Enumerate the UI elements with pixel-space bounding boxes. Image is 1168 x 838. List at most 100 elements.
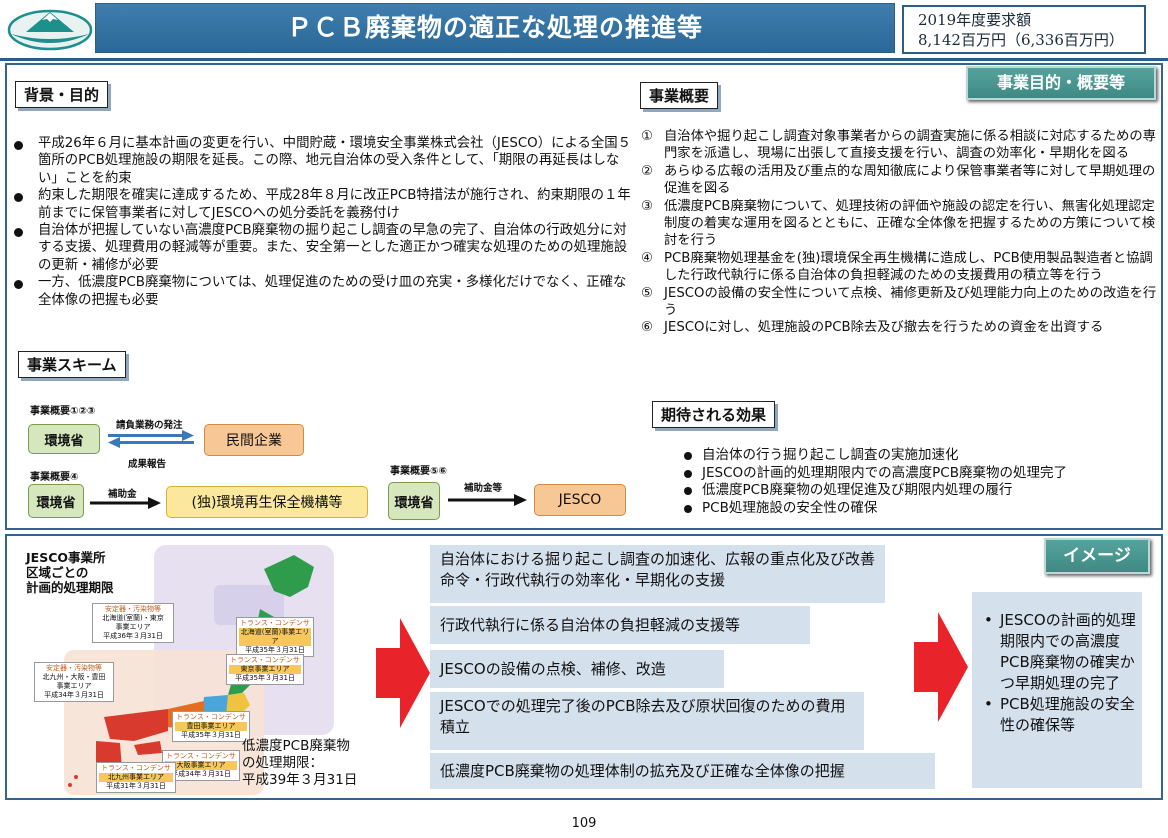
bullet-dot [684, 469, 692, 478]
callout-caption: トランス・コンデンサ [176, 713, 246, 721]
bullet-text: 平成26年６月に基本計画の変更を行い、中間貯蔵・環境安全事業株式会社（JESCO… [38, 136, 632, 186]
callout-date: 平成34年３月31日 [44, 691, 104, 699]
effects-list: 自治体の行う掘り起こし調査の実施加速化 JESCOの計画的処理期限内での高濃度P… [680, 447, 1150, 517]
bullet-dot [684, 487, 692, 495]
item-number: ④ [641, 250, 653, 266]
scheme-ministry-box: 環境省 [28, 484, 84, 518]
private-company-box: 民間企業 [204, 424, 304, 456]
overview-item: ① 自治体や掘り起こし調査対象事業者からの調査実施に係る相談に対応するための専門… [634, 128, 1159, 163]
map-callout: トランス・コンデンサ 東京事業エリア 平成35年３月31日 [226, 654, 304, 685]
bullet-dot [14, 228, 23, 238]
section-tag-image: イメージ [1044, 538, 1150, 574]
map-callout: 安定器・汚染物等 北九州・大阪・豊田 事業エリア 平成34年３月31日 [34, 662, 114, 702]
bullet-dot [684, 504, 692, 513]
measure-item: 低濃度PCB廃棄物の処理体制の拡充及び正確な全体像の把握 [430, 753, 935, 789]
item-text: あらゆる広報の活用及び重点的な周知徹底により保管事業者等に対して早期処理の促進を… [664, 163, 1156, 197]
background-label: 背景・目的 [15, 81, 109, 108]
callout-caption: トランス・コンデンサ [240, 619, 310, 627]
map-title: JESCO事業所 区域ごとの 計画的処理期限 [26, 550, 114, 595]
item-text: 自治体や掘り起こし調査対象事業者からの調査実施に係る相談に対応するための専門家を… [664, 129, 1156, 162]
order-arrow-label: 請負業務の発注 [116, 420, 183, 431]
environmental-agency-box: (独)環境再生保全機構等 [166, 486, 368, 518]
callout-date: 平成36年３月31日 [103, 632, 163, 640]
callout-date: 平成31年３月31日 [106, 782, 166, 790]
background-bullets: 平成26年６月に基本計画の変更を行い、中間貯蔵・環境安全事業株式会社（JESCO… [10, 135, 634, 309]
outcome-box: • JESCOの計画的処理期限内での高濃度PCB廃棄物の確実かつ早期処理の完了 … [972, 592, 1142, 788]
double-arrow-icon [108, 430, 194, 448]
outcome-text: PCB処理施設の安全性の確保等 [1000, 695, 1135, 734]
outcome-list: • JESCOの計画的処理期限内での高濃度PCB廃棄物の確実かつ早期処理の完了 … [980, 610, 1136, 736]
overview-item: ⑤ JESCOの設備の安全性について点検、補修更新及び処理能力向上のための改造を… [634, 285, 1159, 320]
background-bullet: 平成26年６月に基本計画の変更を行い、中間貯蔵・環境安全事業株式会社（JESCO… [10, 135, 634, 187]
effect-item: JESCOの計画的処理期限内での高濃度PCB廃棄物の処理完了 [680, 465, 1150, 483]
item-number: ⑥ [641, 320, 653, 336]
callout-area: 北海道(室蘭)・東京 事業エリア [102, 614, 164, 631]
callout-area: 北九州・大阪・豊田 事業エリア [42, 673, 106, 690]
callout-caption: トランス・コンデンサ [230, 656, 300, 664]
callout-area: 北九州事業エリア [99, 773, 173, 782]
subsidy-arrow-label: 補助金 [108, 489, 137, 500]
item-number: ① [641, 129, 653, 144]
scheme-group1-label: 事業概要①②③ [30, 406, 96, 417]
map-callout: 安定器・汚染物等 北海道(室蘭)・東京 事業エリア 平成36年３月31日 [92, 603, 174, 643]
bullet-dot [684, 452, 692, 460]
scheme-label: 事業スキーム [18, 351, 126, 378]
bullet-dot [14, 141, 23, 150]
bullet-dot: • [984, 611, 993, 629]
effects-label: 期待される効果 [652, 401, 776, 428]
effect-text: 自治体の行う掘り起こし調査の実施加速化 [702, 447, 959, 463]
callout-caption: 安定器・汚染物等 [46, 664, 102, 672]
measure-item: JESCOの設備の点検、補修、改造 [430, 650, 724, 688]
item-text: 低濃度PCB廃棄物について、処理技術の評価や施設の認定を行い、無害化処理認定制度… [664, 198, 1156, 249]
map-callout: トランス・コンデンサ 北九州事業エリア 平成31年３月31日 [96, 762, 176, 793]
effect-text: PCB処理施設の安全性の確保 [702, 499, 878, 516]
header-divider [0, 58, 1168, 61]
scheme-group3-label: 事業概要⑤⑥ [390, 466, 447, 477]
overview-item: ② あらゆる広報の活用及び重点的な周知徹底により保管事業者等に対して早期処理の促… [634, 163, 1159, 198]
page-title: ＰＣＢ廃棄物の適正な処理の推進等 [286, 13, 703, 42]
callout-area: 北海道(室蘭)事業エリア [239, 628, 311, 646]
outcome-text: JESCOの計画的処理期限内での高濃度PCB廃棄物の確実かつ早期処理の完了 [1000, 611, 1136, 692]
overview-item: ④ PCB廃棄物処理基金を(独)環境保全再生機構に造成し、PCB使用製品製造者と… [634, 250, 1159, 285]
overview-list: ① 自治体や掘り起こし調査対象事業者からの調査実施に係る相談に対応するための専門… [634, 128, 1159, 337]
item-number: ⑤ [641, 285, 653, 301]
bullet-dot [14, 193, 23, 203]
low-concentration-deadline: 低濃度PCB廃棄物 の処理期限： 平成39年３月31日 [242, 738, 358, 788]
budget-box: 2019年度要求額 8,142百万円（6,336百万円） [902, 5, 1146, 54]
map-callout: トランス・コンデンサ 豊田事業エリア 平成35年３月31日 [172, 711, 250, 742]
callout-date: 平成35年３月31日 [181, 731, 241, 739]
map-callout: トランス・コンデンサ 北海道(室蘭)事業エリア 平成35年３月31日 [236, 617, 314, 657]
effect-item: PCB処理施設の安全性の確保 [680, 500, 1150, 518]
section-tag-purpose: 事業目的・概要等 [966, 66, 1156, 100]
effect-text: JESCOの計画的処理期限内での高濃度PCB廃棄物の処理完了 [702, 464, 1067, 481]
outcome-item: • PCB処理施設の安全性の確保等 [980, 694, 1136, 736]
budget-label: 2019年度要求額 [918, 11, 1032, 29]
arrow-right-icon [90, 497, 161, 509]
overview-item: ③ 低濃度PCB廃棄物について、処理技術の評価や施設の認定を行い、無害化処理認定… [634, 198, 1159, 250]
callout-caption: 安定器・汚染物等 [105, 605, 161, 613]
item-text: PCB廃棄物処理基金を(独)環境保全再生機構に造成し、PCB使用製品製造者と協調… [664, 250, 1153, 284]
callout-date: 平成35年３月31日 [235, 674, 295, 682]
scheme-ministry-box: 環境省 [28, 424, 100, 454]
jesco-box: JESCO [534, 484, 626, 516]
overview-label: 事業概要 [640, 82, 719, 109]
background-bullet: 自治体が把握していない高濃度PCB廃棄物の掘り起こし調査の早急の完了、自治体の行… [10, 222, 634, 274]
page-number: 109 [571, 816, 597, 831]
measure-item: JESCOでの処理完了後のPCB除去及び原状回復のための費用積立 [430, 692, 864, 750]
item-number: ② [641, 163, 653, 179]
ministry-logo [7, 9, 93, 51]
arrow-right-icon [376, 618, 430, 728]
budget-amount: 8,142百万円（6,336百万円） [918, 31, 1124, 49]
scheme-ministry-box: 環境省 [388, 482, 440, 520]
overview-item: ⑥ JESCOに対し、処理施設のPCB除去及び撤去を行うための資金を出資する [634, 319, 1159, 336]
effect-item: 低濃度PCB廃棄物の処理促進及び期限内処理の履行 [680, 482, 1150, 500]
title-banner: ＰＣＢ廃棄物の適正な処理の推進等 [95, 3, 895, 53]
item-number: ③ [641, 198, 653, 214]
scheme-group2-label: 事業概要④ [30, 472, 79, 483]
item-text: JESCOに対し、処理施設のPCB除去及び撤去を行うための資金を出資する [664, 320, 1104, 336]
callout-area: 豊田事業エリア [175, 722, 247, 731]
bullet-dot: • [984, 695, 993, 713]
callout-caption: トランス・コンデンサ [101, 764, 171, 772]
effect-item: 自治体の行う掘り起こし調査の実施加速化 [680, 447, 1150, 465]
measure-item: 自治体における掘り起こし調査の加速化、広報の重点化及び改善命令・行政代執行の効率… [430, 545, 885, 603]
